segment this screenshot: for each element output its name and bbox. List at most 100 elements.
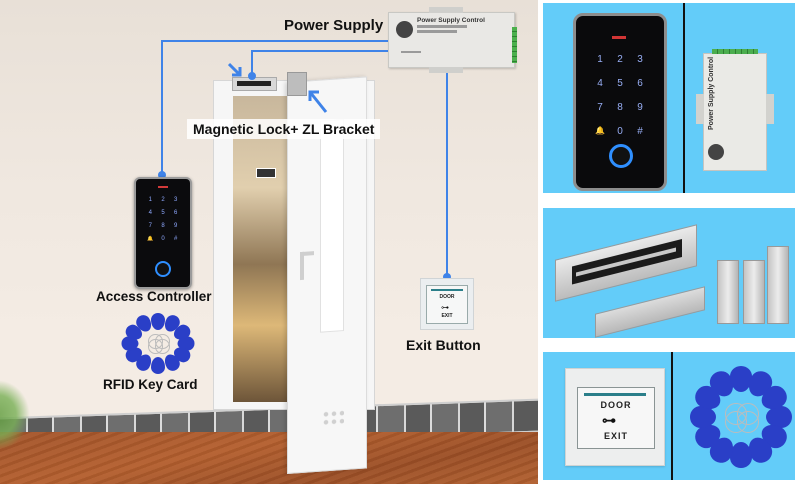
label-rfid-key-card: RFID Key Card bbox=[103, 377, 198, 392]
exit-button-plate: DOOR ⊶ EXIT bbox=[426, 285, 468, 324]
wire-endpoint bbox=[248, 72, 256, 80]
ceiling-light bbox=[256, 168, 276, 178]
key: 5 bbox=[617, 78, 623, 89]
exit-text: EXIT bbox=[603, 431, 628, 441]
power-supply-product-photo: Power Supply Control bbox=[696, 49, 774, 171]
key: 0 bbox=[617, 126, 623, 137]
rfid-card-cluster bbox=[689, 362, 793, 472]
bell-key: 🔔 bbox=[147, 236, 154, 242]
mount-tab bbox=[429, 7, 463, 13]
key: 9 bbox=[173, 223, 178, 229]
power-supply-device: Power Supply Control bbox=[388, 7, 517, 73]
psu-spec-line bbox=[417, 25, 467, 28]
rfid-key-fob bbox=[151, 312, 165, 330]
zl-bracket-device bbox=[287, 72, 307, 96]
key: 7 bbox=[597, 102, 603, 113]
psu-title: Power Supply Control bbox=[417, 17, 485, 24]
door-text: DOOR bbox=[439, 294, 455, 300]
mount-tab bbox=[696, 94, 704, 124]
key: 4 bbox=[597, 78, 603, 89]
exit-button-plate: DOOR ⊶ EXIT bbox=[577, 387, 655, 449]
key: 6 bbox=[637, 78, 643, 89]
key: 3 bbox=[173, 197, 178, 203]
key: 2 bbox=[161, 197, 165, 203]
label-magnetic-lock: Magnetic Lock+ ZL Bracket bbox=[187, 119, 381, 139]
arrow-icon bbox=[308, 90, 328, 113]
arrow-icon bbox=[228, 62, 242, 77]
keypad-grid: 1 2 3 4 5 6 7 8 9 🔔 0 # bbox=[590, 54, 650, 137]
magnetic-lock-product-photo bbox=[555, 224, 697, 302]
status-led bbox=[158, 186, 168, 188]
wire-endpoint bbox=[443, 273, 451, 281]
zl-bracket-part bbox=[743, 260, 765, 324]
hand-logo-icon bbox=[708, 144, 724, 160]
key: 5 bbox=[161, 210, 165, 216]
key-ring bbox=[737, 411, 759, 433]
exit-text: EXIT bbox=[441, 313, 453, 319]
key: 0 bbox=[161, 236, 165, 242]
wire-to-lock-h bbox=[252, 50, 388, 52]
mount-tab bbox=[766, 94, 774, 124]
key: 8 bbox=[617, 102, 623, 113]
key: 7 bbox=[148, 223, 152, 229]
key-icon: ⊶ bbox=[602, 412, 616, 428]
psu-title: Power Supply Control bbox=[708, 56, 715, 130]
rfid-key-fob bbox=[730, 442, 752, 468]
wire-to-controller-h bbox=[162, 40, 388, 42]
key: 3 bbox=[637, 54, 643, 65]
rfid-key-fob bbox=[151, 356, 165, 374]
bell-key: 🔔 bbox=[595, 126, 605, 135]
terminal-block bbox=[712, 49, 758, 54]
door-glass bbox=[320, 119, 344, 333]
psu-spec-line bbox=[417, 30, 457, 33]
installation-diagram: Power Supply Control Power Supply Magnet… bbox=[0, 0, 538, 484]
key: 4 bbox=[148, 210, 152, 216]
psu-spec-line bbox=[401, 51, 421, 53]
label-power-supply: Power Supply bbox=[284, 17, 384, 34]
key: 6 bbox=[173, 210, 178, 216]
label-exit-button: Exit Button bbox=[406, 337, 481, 353]
indicator-bar bbox=[584, 393, 646, 396]
key: 1 bbox=[148, 197, 152, 203]
magnet-core bbox=[572, 239, 682, 285]
status-led bbox=[612, 36, 626, 39]
key: # bbox=[173, 236, 178, 242]
door-vent-holes bbox=[322, 409, 344, 427]
key: 8 bbox=[161, 223, 165, 229]
key: 1 bbox=[597, 54, 603, 65]
access-controller-keypad: 1 2 3 4 5 6 7 8 9 🔔 0 # bbox=[134, 177, 192, 289]
panel-magnetic-lock bbox=[543, 208, 795, 338]
rfid-card-cluster bbox=[118, 310, 198, 376]
hand-logo-icon bbox=[396, 21, 413, 38]
door-handle-lever bbox=[300, 251, 314, 257]
wood-floor bbox=[0, 432, 538, 484]
palm-leaf bbox=[0, 380, 30, 450]
exit-button-product-photo: DOOR ⊶ EXIT bbox=[565, 368, 665, 466]
exit-button-device: DOOR ⊶ EXIT bbox=[420, 278, 474, 330]
indicator-bar bbox=[431, 289, 463, 291]
terminal-block bbox=[512, 27, 517, 63]
wire-endpoint bbox=[158, 171, 166, 179]
key: 9 bbox=[637, 102, 643, 113]
fingerprint-reader-icon bbox=[609, 144, 633, 168]
panel-divider bbox=[671, 352, 673, 480]
label-access-controller: Access Controller bbox=[96, 289, 212, 304]
wire-to-exit-button bbox=[446, 66, 448, 276]
panel-exit-button-and-cards: DOOR ⊶ EXIT bbox=[543, 352, 795, 480]
key: 2 bbox=[617, 54, 623, 65]
panel-controller-and-psu: 1 2 3 4 5 6 7 8 9 🔔 0 # Power Supply Con… bbox=[543, 3, 795, 193]
wire-to-lock-v bbox=[251, 50, 253, 76]
key: # bbox=[637, 126, 643, 137]
panel-divider bbox=[683, 3, 685, 193]
door-text: DOOR bbox=[600, 400, 632, 410]
keypad-grid: 1 2 3 4 5 6 7 8 9 🔔 0 # bbox=[144, 197, 182, 242]
zl-bracket-part bbox=[767, 246, 789, 324]
keypad-product-photo: 1 2 3 4 5 6 7 8 9 🔔 0 # bbox=[573, 13, 667, 191]
key-ring bbox=[155, 339, 171, 354]
hallway-view bbox=[233, 96, 288, 402]
key-icon: ⊶ bbox=[441, 303, 449, 312]
zl-bracket-part bbox=[717, 260, 739, 324]
mount-tab bbox=[429, 67, 463, 73]
wire-to-controller-v bbox=[161, 40, 163, 175]
fingerprint-reader-icon bbox=[155, 261, 171, 277]
